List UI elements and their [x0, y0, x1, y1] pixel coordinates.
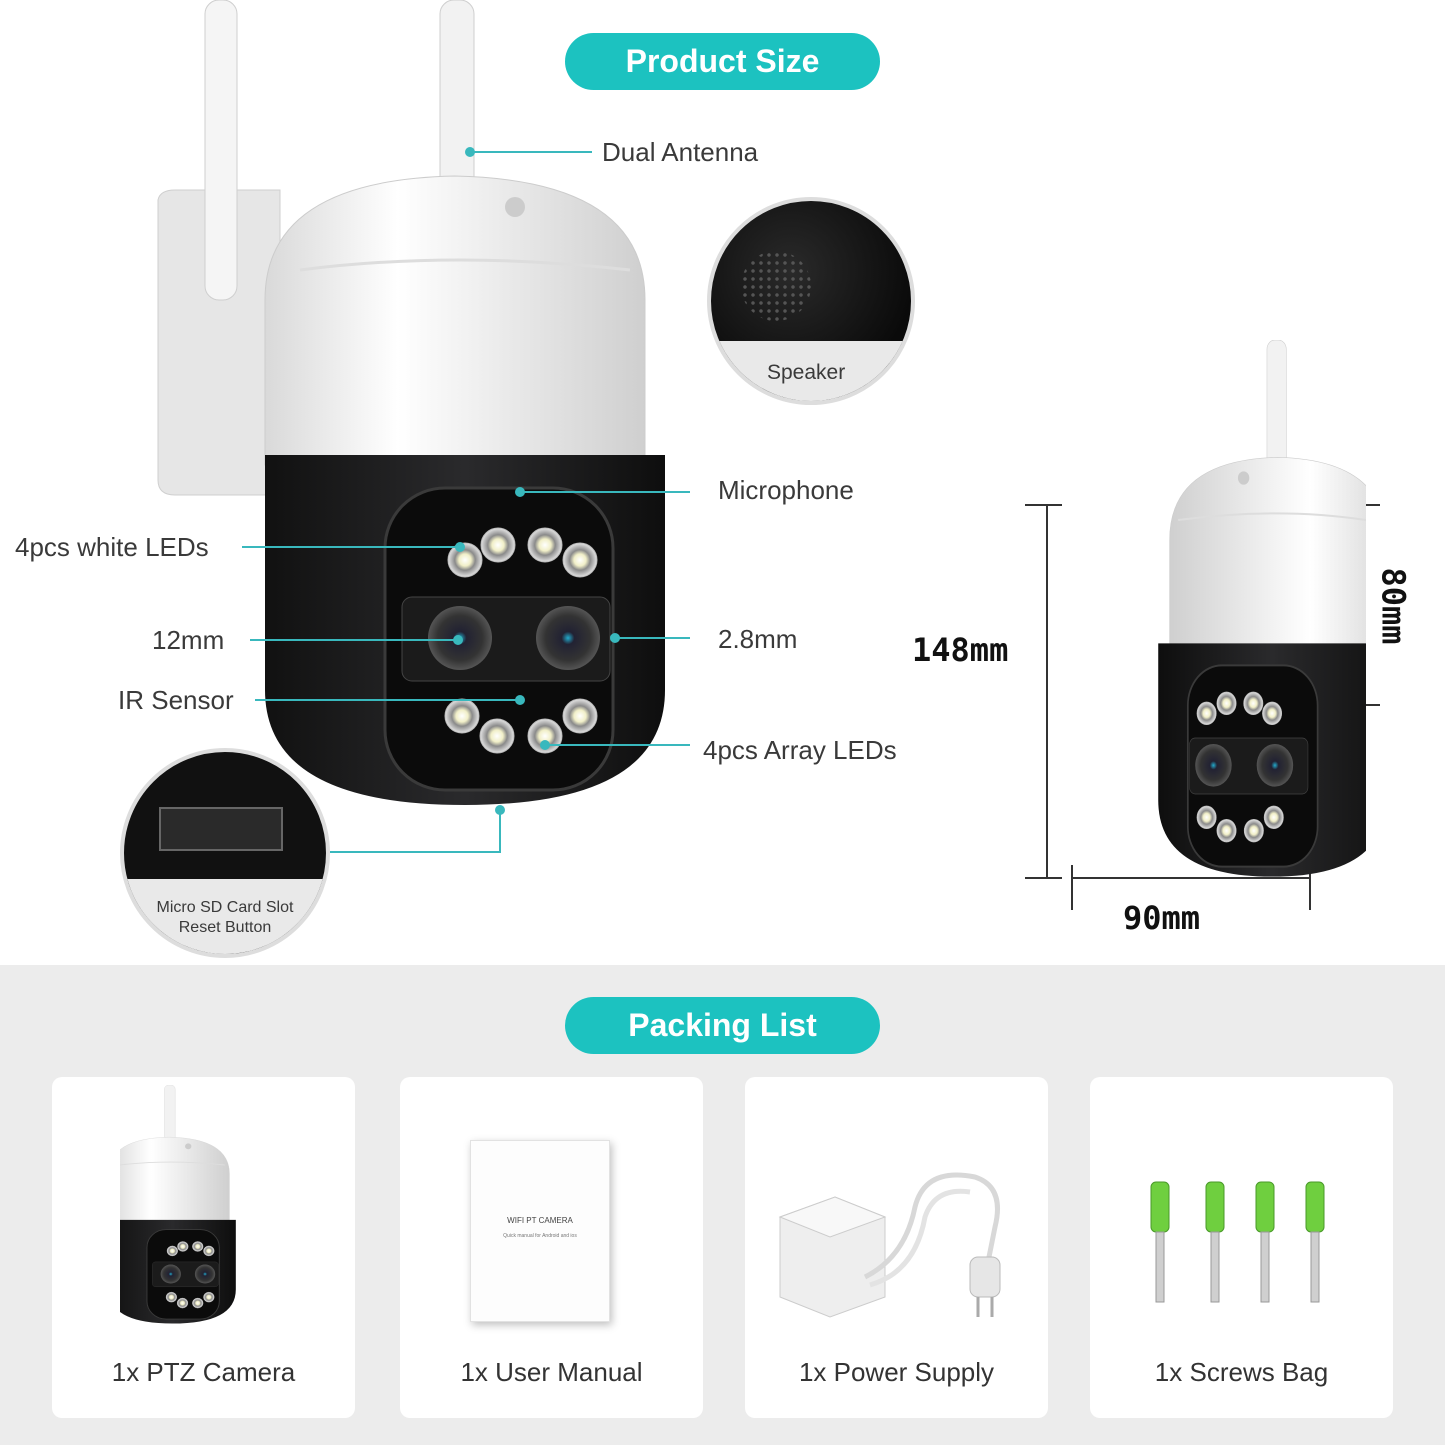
- packing-item-power: 1x Power Supply: [745, 1077, 1048, 1418]
- sd-slot-detail-image: [120, 748, 330, 958]
- manual-cover-subtitle: Quick manual for Android and ios: [503, 1233, 577, 1239]
- packing-item-label: 1x User Manual: [460, 1357, 643, 1387]
- reset-button-label: Reset Button: [178, 919, 272, 936]
- width-dimension: 90mm: [1123, 899, 1201, 937]
- speaker-label: Speaker: [767, 361, 846, 384]
- sd-slot-label: Micro SD Card Slot: [156, 899, 294, 916]
- dimension-camera-image: [1070, 340, 1366, 880]
- packing-item-label: 1x Screws Bag: [1154, 1357, 1329, 1387]
- lens-2-8mm-label: 2.8mm: [718, 624, 798, 654]
- microphone-label: Microphone: [718, 475, 854, 505]
- array-leds-label: 4pcs Array LEDs: [703, 735, 897, 765]
- white-leds-label: 4pcs white LEDs: [15, 532, 209, 562]
- screws-bag-image: [1150, 1181, 1325, 1303]
- packing-list-title: Packing List: [628, 1007, 817, 1043]
- ptz-camera-image: [120, 1085, 285, 1325]
- power-supply-image: [778, 1172, 1001, 1318]
- packing-item-label: 1x Power Supply: [798, 1357, 995, 1387]
- ir-sensor-label: IR Sensor: [118, 685, 234, 715]
- packing-item-screws: 1x Screws Bag: [1090, 1077, 1393, 1418]
- dual-antenna-label: Dual Antenna: [602, 137, 759, 167]
- lens-12mm-label: 12mm: [152, 625, 225, 655]
- packing-item-manual: WIFI PT CAMERA Quick manual for Android …: [400, 1077, 703, 1418]
- manual-cover-title: WIFI PT CAMERA: [507, 1216, 573, 1225]
- dome-height-dimension: 80mm: [1374, 567, 1413, 645]
- packing-item-camera: 1x PTZ Camera: [52, 1077, 355, 1418]
- packing-item-label: 1x PTZ Camera: [111, 1357, 296, 1387]
- packing-list-badge: Packing List: [565, 997, 880, 1054]
- callout-line-sd-slot: [330, 810, 501, 853]
- product-size-badge: Product Size: [565, 33, 880, 90]
- height-dimension: 148mm: [912, 631, 1009, 669]
- user-manual-image: WIFI PT CAMERA Quick manual for Android …: [470, 1140, 610, 1322]
- speaker-detail-image: [707, 197, 915, 405]
- product-size-title: Product Size: [625, 43, 820, 79]
